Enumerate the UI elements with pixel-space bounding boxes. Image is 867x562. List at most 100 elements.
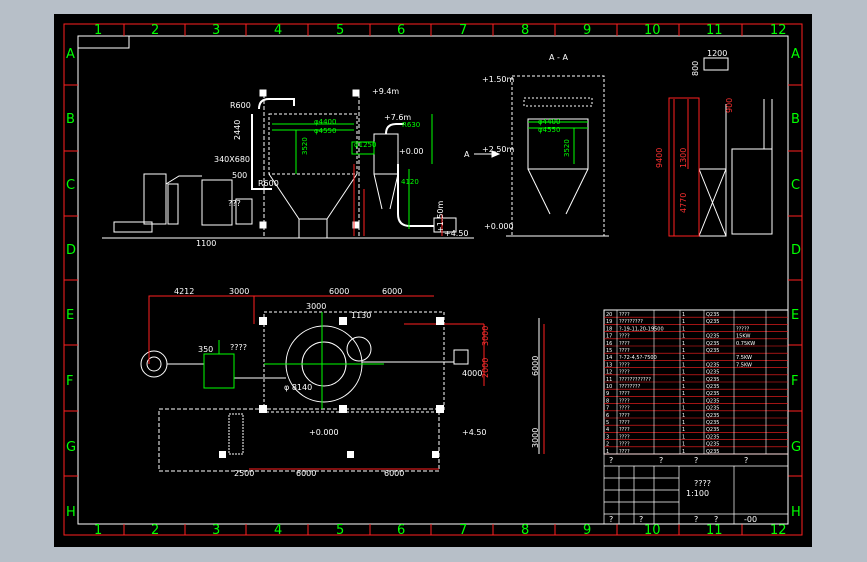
- dim-label: 350: [198, 345, 213, 354]
- zone-col-label: 2: [151, 23, 159, 38]
- drawing-scale: 1:100: [686, 489, 709, 498]
- dim-label: 6000: [329, 287, 349, 296]
- parts-cell: Q235: [706, 334, 719, 340]
- parts-cell: 16: [606, 341, 612, 347]
- parts-cell: 9: [606, 391, 609, 397]
- parts-cell: 1: [682, 312, 685, 318]
- section-view: [474, 75, 609, 237]
- corner-box: [78, 36, 130, 49]
- zone-row-label: F: [66, 374, 73, 389]
- dim-label: 4120: [401, 178, 419, 186]
- plan-red: [148, 295, 545, 470]
- parts-cell: Q235: [706, 442, 719, 448]
- parts-cell: 13: [606, 362, 612, 368]
- parts-cell: Q235: [706, 348, 719, 354]
- zone-col-label: 9: [583, 23, 591, 38]
- zone-col-label: 10: [644, 523, 661, 538]
- dim-label: 3520: [563, 139, 571, 157]
- parts-cell: ????: [619, 442, 630, 448]
- plan-green: [203, 312, 384, 409]
- zone-col-label: 7: [459, 23, 467, 38]
- parts-cell: 1: [682, 348, 685, 354]
- parts-cell: 1: [682, 398, 685, 404]
- dim-label: 1200: [707, 49, 727, 58]
- parts-cell: Q235: [706, 449, 719, 455]
- parts-cell: ????: [619, 398, 630, 404]
- dim-label: ???: [228, 199, 241, 208]
- drawing-number: -00: [744, 515, 757, 524]
- parts-cell: Q235: [706, 391, 719, 397]
- zone-row-label: B: [66, 112, 75, 127]
- parts-cell: ????: [619, 362, 630, 368]
- parts-cell: 1: [682, 442, 685, 448]
- parts-cell: ????: [619, 348, 630, 354]
- zone-col-label: 1: [94, 23, 102, 38]
- parts-cell: 1: [682, 377, 685, 383]
- parts-cell: 1: [682, 420, 685, 426]
- parts-cell: ????: [619, 406, 630, 412]
- parts-cell: 1: [682, 413, 685, 419]
- dim-label: 6000: [384, 469, 404, 478]
- title-block-text: ???? -00 1:100 ? ? ? ? ? ? ? ?: [609, 456, 757, 524]
- dim-label: 2000: [481, 358, 490, 378]
- parts-cell: 8: [606, 398, 609, 404]
- parts-cell: 1: [682, 391, 685, 397]
- side-red: [668, 97, 700, 237]
- parts-cell: 1: [682, 362, 685, 368]
- zone-row-label: E: [791, 308, 799, 323]
- parts-cell: Q235: [706, 362, 719, 368]
- zone-col-label: 4: [274, 523, 282, 538]
- parts-cell: Q235: [706, 384, 719, 390]
- title-label: ?: [609, 515, 613, 524]
- zone-row-label: C: [66, 178, 75, 193]
- dim-label: φ 8140: [284, 383, 312, 392]
- dim-label: 4770: [679, 193, 688, 213]
- parts-cell: ????: [619, 427, 630, 433]
- dim-label: 6000: [531, 356, 540, 376]
- zone-row-label: C: [791, 178, 800, 193]
- parts-cell: ????: [619, 434, 630, 440]
- dim-label: φ1250: [354, 141, 376, 149]
- parts-cell: ????????????: [619, 377, 651, 383]
- parts-cell: 1: [682, 355, 685, 361]
- drawing-svg: 1 2 3 4 5 6 7 8 9 10 11 12 1 2 3 4 5 6 7…: [63, 23, 803, 538]
- zone-col-label: 7: [459, 523, 467, 538]
- section-title: A - A: [549, 53, 568, 62]
- title-label: ?: [744, 456, 748, 465]
- parts-cell: 1: [682, 384, 685, 390]
- dim-label: +0.000: [484, 222, 514, 231]
- zone-col-label: 8: [521, 523, 529, 538]
- zone-col-label: 12: [770, 23, 787, 38]
- parts-cell: 1: [606, 449, 609, 455]
- zone-row-label: G: [66, 440, 76, 455]
- parts-cell: 1: [682, 334, 685, 340]
- parts-cell: 7: [606, 406, 609, 412]
- dim-label: +4.50: [462, 428, 487, 437]
- dim-label: 800: [691, 61, 700, 76]
- dim-label: 4212: [174, 287, 194, 296]
- parts-cell: 6: [606, 413, 609, 419]
- parts-cell: 7.5KW: [736, 355, 752, 361]
- dim-label: R600: [230, 101, 251, 110]
- title-label: ?: [714, 515, 718, 524]
- parts-cell: Q235: [706, 319, 719, 325]
- parts-cell: ????????: [619, 384, 641, 390]
- elevation-labels: R600 2440 340X680 500 R600 ??? +9.4m +7.…: [196, 87, 469, 248]
- zone-col-label: 8: [521, 23, 529, 38]
- zone-ticks: [64, 24, 802, 535]
- plan-view: [140, 311, 540, 472]
- parts-cell: 11: [606, 377, 612, 383]
- parts-cell: Q235: [706, 341, 719, 347]
- title-block: [603, 453, 789, 525]
- parts-cell: 1: [682, 341, 685, 347]
- zone-col-label: 9: [583, 523, 591, 538]
- zone-col-label: 6: [397, 523, 405, 538]
- zone-row-label: D: [791, 243, 801, 258]
- dim-label: ????: [230, 343, 247, 352]
- parts-cell: Q235: [706, 377, 719, 383]
- parts-cell: 1: [682, 326, 685, 332]
- zone-row-label: E: [66, 308, 74, 323]
- parts-cell: ????: [619, 341, 630, 347]
- section-arrow-label: A: [464, 150, 470, 159]
